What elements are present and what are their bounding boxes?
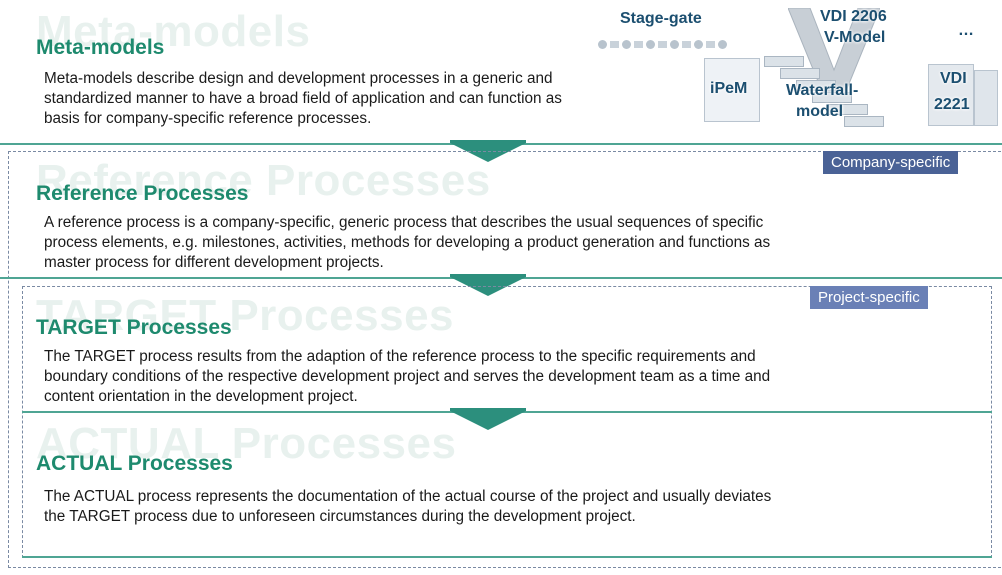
stage-gate-label: Stage-gate — [620, 10, 702, 27]
vdi-2221-diagram — [928, 64, 974, 126]
meta-models-heading: Meta-models — [36, 36, 165, 59]
arrow-3-body — [450, 408, 526, 411]
vdi-2221-number: 2221 — [934, 96, 970, 113]
waterfall-model-label: model — [796, 103, 844, 120]
ipem-label: iPeM — [710, 80, 748, 97]
target-processes-watermark: TARGET Processes — [36, 291, 455, 340]
meta-models-watermark: Meta-models — [36, 7, 311, 56]
reference-line-2: process elements, e.g. milestones, activ… — [44, 234, 771, 251]
vdi-2206-label: VDI 2206 — [820, 8, 887, 25]
reference-processes-description: A reference process is a company-specifi… — [44, 213, 934, 273]
arrow-down-icon-3 — [450, 411, 526, 430]
target-line-2: boundary conditions of the respective de… — [44, 368, 771, 385]
divider-4 — [22, 556, 992, 558]
meta-models-line-1: Meta-models describe design and developm… — [44, 70, 553, 87]
reference-line-1: A reference process is a company-specifi… — [44, 214, 764, 231]
actual-processes-heading: ACTUAL Processes — [36, 452, 233, 475]
company-specific-frame — [8, 151, 1001, 568]
reference-processes-watermark: Reference Processes — [36, 156, 491, 205]
meta-models-collage: Stage-gate VDI 2206 V-Model … iPeM Water… — [596, 0, 1002, 132]
reference-processes-heading: Reference Processes — [36, 182, 249, 205]
vdi-2221-label: VDI — [940, 70, 967, 87]
actual-processes-description: The ACTUAL process represents the docume… — [44, 487, 934, 527]
target-line-3: content orientation in the development p… — [44, 388, 358, 405]
waterfall-label: Waterfall- — [786, 82, 859, 99]
more-models-ellipsis: … — [958, 22, 974, 39]
v-model-label: V-Model — [824, 29, 886, 46]
vdi-2221-side-panel — [974, 70, 998, 126]
arrow-1-body — [450, 140, 526, 143]
actual-line-1: The ACTUAL process represents the docume… — [44, 488, 772, 505]
target-line-1: The TARGET process results from the adap… — [44, 348, 756, 365]
actual-processes-watermark: ACTUAL Processes — [36, 419, 457, 468]
arrow-2-body — [450, 274, 526, 277]
meta-models-line-2: standardized manner to have a broad fiel… — [44, 90, 562, 107]
project-specific-frame — [22, 286, 992, 558]
ipem-diagram — [704, 58, 760, 122]
target-processes-heading: TARGET Processes — [36, 316, 232, 339]
company-specific-tag: Company-specific — [823, 151, 959, 174]
target-processes-description: The TARGET process results from the adap… — [44, 347, 934, 407]
actual-line-2: the TARGET process due to unforeseen cir… — [44, 508, 636, 525]
project-specific-tag: Project-specific — [810, 286, 928, 309]
reference-line-3: master process for different development… — [44, 254, 384, 271]
arrow-down-icon-1 — [450, 143, 526, 162]
meta-models-line-3: basis for company-specific reference pro… — [44, 110, 372, 127]
meta-models-description: Meta-models describe design and developm… — [44, 69, 704, 129]
